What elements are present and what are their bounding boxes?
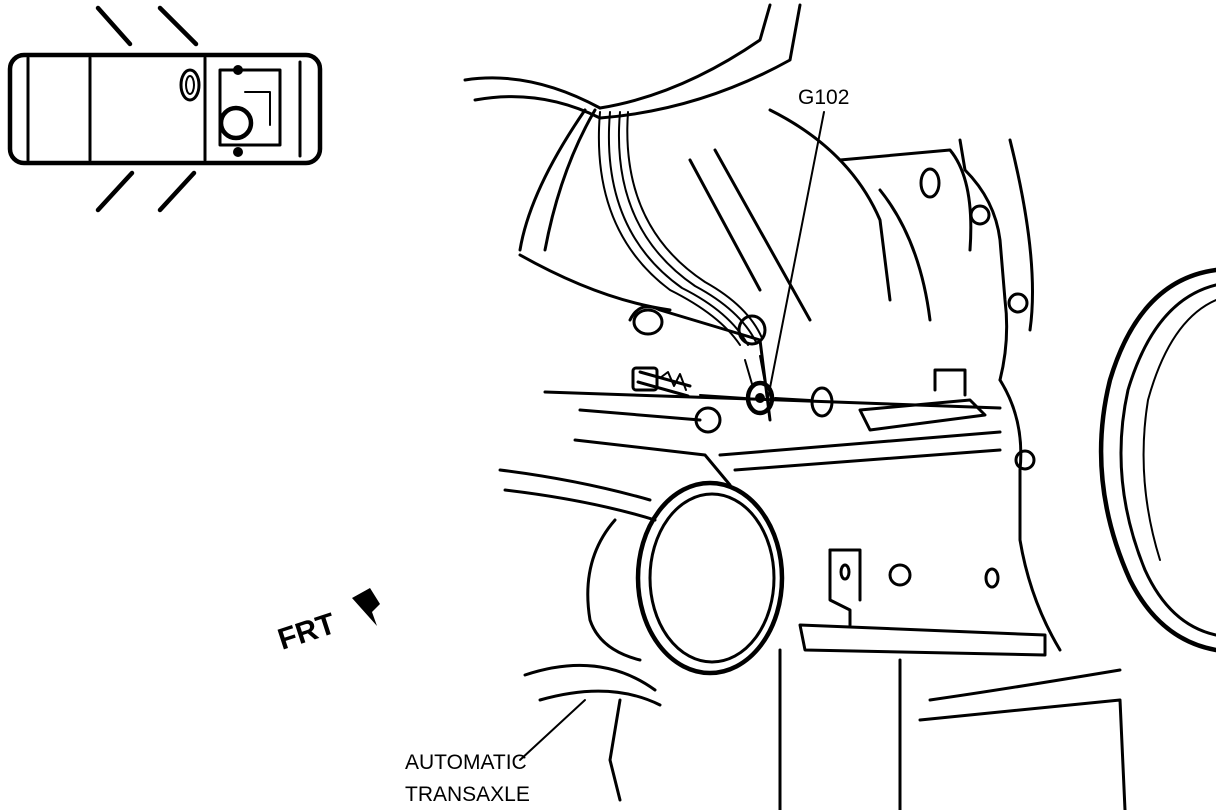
ground-mount-bracket bbox=[543, 305, 1047, 657]
transaxle-leader-line bbox=[519, 699, 586, 761]
vehicle-top-view-icon bbox=[7, 5, 323, 213]
transaxle-label-line1: AUTOMATIC bbox=[405, 751, 527, 774]
ground-leader-line bbox=[767, 111, 825, 399]
ground-label: G102 bbox=[798, 86, 849, 109]
front-label: FRT bbox=[274, 607, 340, 656]
wiring-harness bbox=[463, 3, 802, 346]
flywheel bbox=[1098, 267, 1216, 653]
engine-block bbox=[518, 108, 1062, 652]
transaxle-housing bbox=[498, 468, 1127, 810]
arrow-icon bbox=[352, 588, 380, 626]
transaxle-label-line2: TRANSAXLE bbox=[405, 783, 530, 806]
